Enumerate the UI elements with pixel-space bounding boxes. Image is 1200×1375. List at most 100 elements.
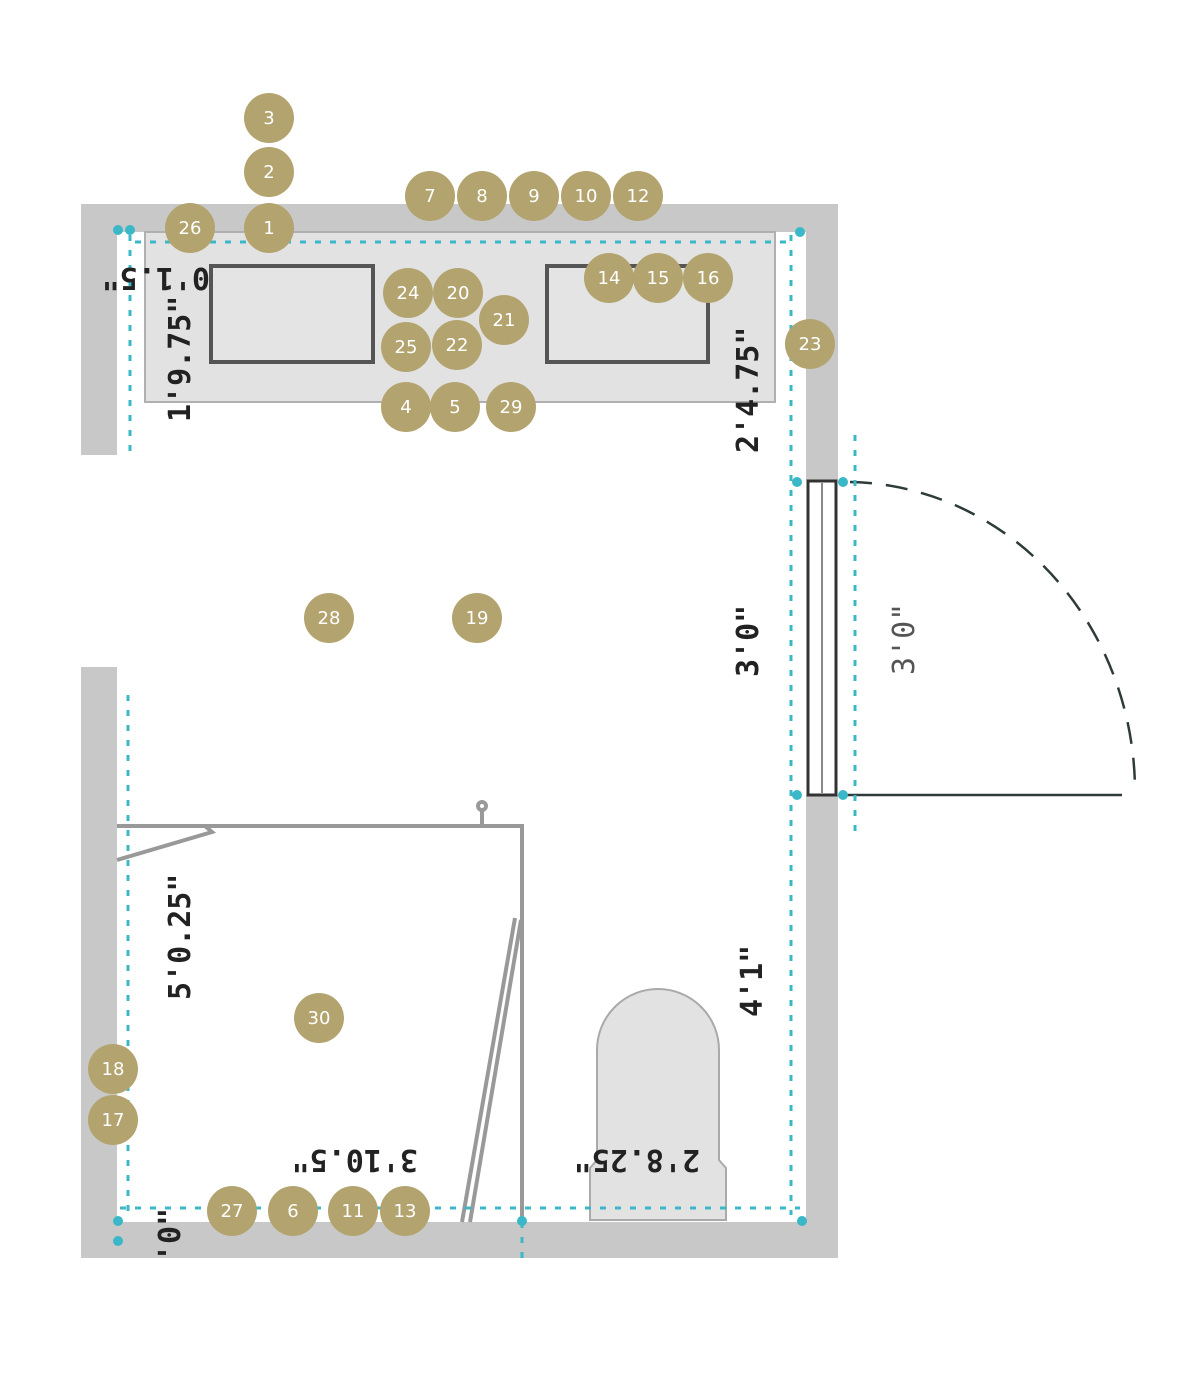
wall-right-lower	[806, 795, 838, 1258]
marker-3[interactable]: 3	[244, 93, 294, 143]
marker-27[interactable]: 27	[207, 1186, 257, 1236]
marker-label: 14	[598, 268, 621, 289]
marker-label: 12	[627, 186, 650, 207]
marker-label: 11	[342, 1201, 365, 1222]
marker-5[interactable]: 5	[430, 382, 480, 432]
marker-label: 6	[287, 1201, 298, 1222]
marker-label: 28	[318, 608, 341, 629]
marker-circle	[430, 382, 480, 432]
marker-7[interactable]: 7	[405, 171, 455, 221]
marker-label: 7	[424, 186, 435, 207]
marker-8[interactable]: 8	[457, 171, 507, 221]
marker-circle	[328, 1186, 378, 1236]
marker-label: 4	[400, 397, 411, 418]
marker-25[interactable]: 25	[381, 322, 431, 372]
dimension-guides	[120, 235, 857, 1258]
dim-right-upper: 2'4.75"	[731, 327, 766, 453]
marker-label: 2	[263, 162, 274, 183]
marker-10[interactable]: 10	[561, 171, 611, 221]
marker-circle	[381, 382, 431, 432]
marker-circle	[584, 253, 634, 303]
marker-circle	[613, 171, 663, 221]
marker-12[interactable]: 12	[613, 171, 663, 221]
dim-door-opening: 3'0"	[731, 605, 766, 677]
marker-30[interactable]: 30	[294, 993, 344, 1043]
marker-29[interactable]: 29	[486, 382, 536, 432]
marker-label: 25	[395, 337, 418, 358]
marker-2[interactable]: 2	[244, 147, 294, 197]
marker-circle	[785, 319, 835, 369]
marker-18[interactable]: 18	[88, 1044, 138, 1094]
marker-label: 15	[647, 268, 670, 289]
marker-label: 20	[447, 283, 470, 304]
marker-16[interactable]: 16	[683, 253, 733, 303]
marker-9[interactable]: 9	[509, 171, 559, 221]
marker-label: 8	[476, 186, 487, 207]
marker-label: 17	[102, 1110, 125, 1131]
dim-door-swing: 3'0"	[887, 603, 922, 675]
marker-circle	[165, 203, 215, 253]
wall-bottom	[81, 1222, 838, 1258]
marker-label: 18	[102, 1059, 125, 1080]
marker-circle	[380, 1186, 430, 1236]
marker-circle	[479, 295, 529, 345]
marker-circle	[244, 93, 294, 143]
marker-17[interactable]: 17	[88, 1095, 138, 1145]
marker-circle	[294, 993, 344, 1043]
dim-counter-left-offset: 0'1.5"	[102, 260, 210, 295]
marker-label: 19	[466, 608, 489, 629]
marker-circle	[452, 593, 502, 643]
marker-label: 3	[263, 108, 274, 129]
sink-left	[209, 264, 375, 364]
dim-toilet-width: 2'8.25"	[574, 1142, 700, 1177]
marker-circle	[509, 171, 559, 221]
marker-label: 24	[397, 283, 420, 304]
marker-label: 22	[446, 335, 469, 356]
marker-circle	[561, 171, 611, 221]
marker-circle	[381, 322, 431, 372]
dim-right-lower: 4'1"	[735, 945, 770, 1017]
marker-21[interactable]: 21	[479, 295, 529, 345]
wall-left-upper	[81, 204, 117, 455]
marker-22[interactable]: 22	[432, 320, 482, 370]
marker-label: 26	[179, 218, 202, 239]
marker-20[interactable]: 20	[433, 268, 483, 318]
marker-circle	[88, 1095, 138, 1145]
marker-23[interactable]: 23	[785, 319, 835, 369]
marker-19[interactable]: 19	[452, 593, 502, 643]
marker-14[interactable]: 14	[584, 253, 634, 303]
marker-circle	[683, 253, 733, 303]
marker-circle	[383, 268, 433, 318]
marker-circle	[304, 593, 354, 643]
marker-label: 21	[493, 310, 516, 331]
dim-counter-depth: 1'9.75"	[163, 296, 198, 422]
marker-24[interactable]: 24	[383, 268, 433, 318]
marker-28[interactable]: 28	[304, 593, 354, 643]
marker-label: 23	[799, 334, 822, 355]
marker-label: 10	[575, 186, 598, 207]
marker-13[interactable]: 13	[380, 1186, 430, 1236]
dim-shower-width: 3'10.5"	[292, 1142, 418, 1177]
marker-circle	[207, 1186, 257, 1236]
marker-label: 9	[528, 186, 539, 207]
marker-15[interactable]: 15	[633, 253, 683, 303]
marker-label: 27	[221, 1201, 244, 1222]
dim-shower-depth: 5'0.25"	[163, 874, 198, 1000]
walls	[81, 204, 838, 1258]
marker-26[interactable]: 26	[165, 203, 215, 253]
marker-circle	[244, 147, 294, 197]
marker-label: 1	[263, 218, 274, 239]
marker-circle	[432, 320, 482, 370]
door-swing-arc	[849, 480, 1137, 791]
marker-4[interactable]: 4	[381, 382, 431, 432]
marker-label: 29	[500, 397, 523, 418]
marker-11[interactable]: 11	[328, 1186, 378, 1236]
marker-circle	[433, 268, 483, 318]
marker-1[interactable]: 1	[244, 203, 294, 253]
marker-label: 30	[308, 1008, 331, 1029]
marker-circle	[633, 253, 683, 303]
marker-circle	[268, 1186, 318, 1236]
marker-6[interactable]: 6	[268, 1186, 318, 1236]
